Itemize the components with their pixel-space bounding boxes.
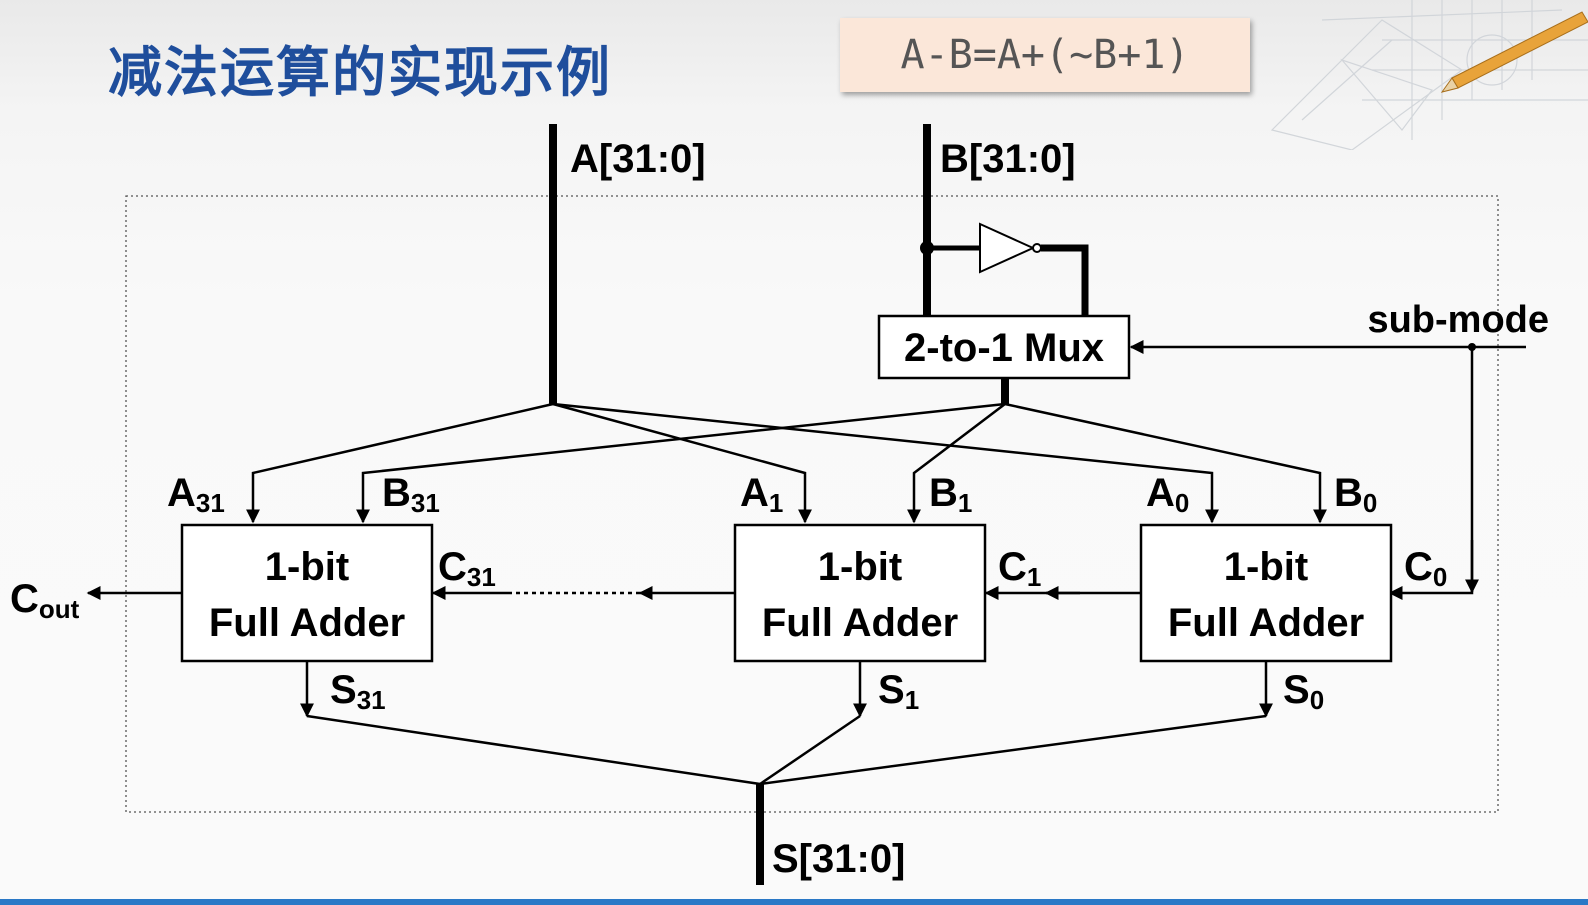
c0-label: C0 [1404,545,1447,592]
a-bus-label: A[31:0] [570,137,706,181]
s0-merge-wire [760,716,1266,784]
full-adder-0-line1: 1-bit [1224,545,1308,589]
a31-label: A31 [167,471,225,518]
c31-label: C31 [438,545,496,592]
s31-label: S31 [330,668,386,715]
inverted-b-line [1041,248,1085,316]
a0-label: A0 [1146,471,1189,518]
full-adder-31-line1: 1-bit [265,545,349,589]
c1-label: C1 [998,545,1041,592]
mux-label: 2-to-1 Mux [904,326,1104,370]
full-adder-31-line2: Full Adder [209,601,405,645]
full-adder-1-line1: 1-bit [818,545,902,589]
s0-label: S0 [1283,668,1324,715]
s-bus-label: S[31:0] [772,837,905,881]
b-bus-label: B[31:0] [940,137,1076,181]
b0-label: B0 [1334,471,1377,518]
sub-mode-label: sub-mode [1367,299,1549,341]
full-adder-0-line2: Full Adder [1168,601,1364,645]
bottom-accent-line [0,899,1588,905]
b1-label: B1 [929,471,972,518]
a0-wire [553,404,1212,522]
a1-label: A1 [740,471,783,518]
s1-label: S1 [878,668,919,715]
full-adder-1-line2: Full Adder [762,601,958,645]
cout-label: Cout [10,577,80,624]
s31-merge-wire [307,716,760,784]
b31-label: B31 [382,471,440,518]
inverter-icon [980,224,1041,272]
b31-wire [363,404,1005,522]
